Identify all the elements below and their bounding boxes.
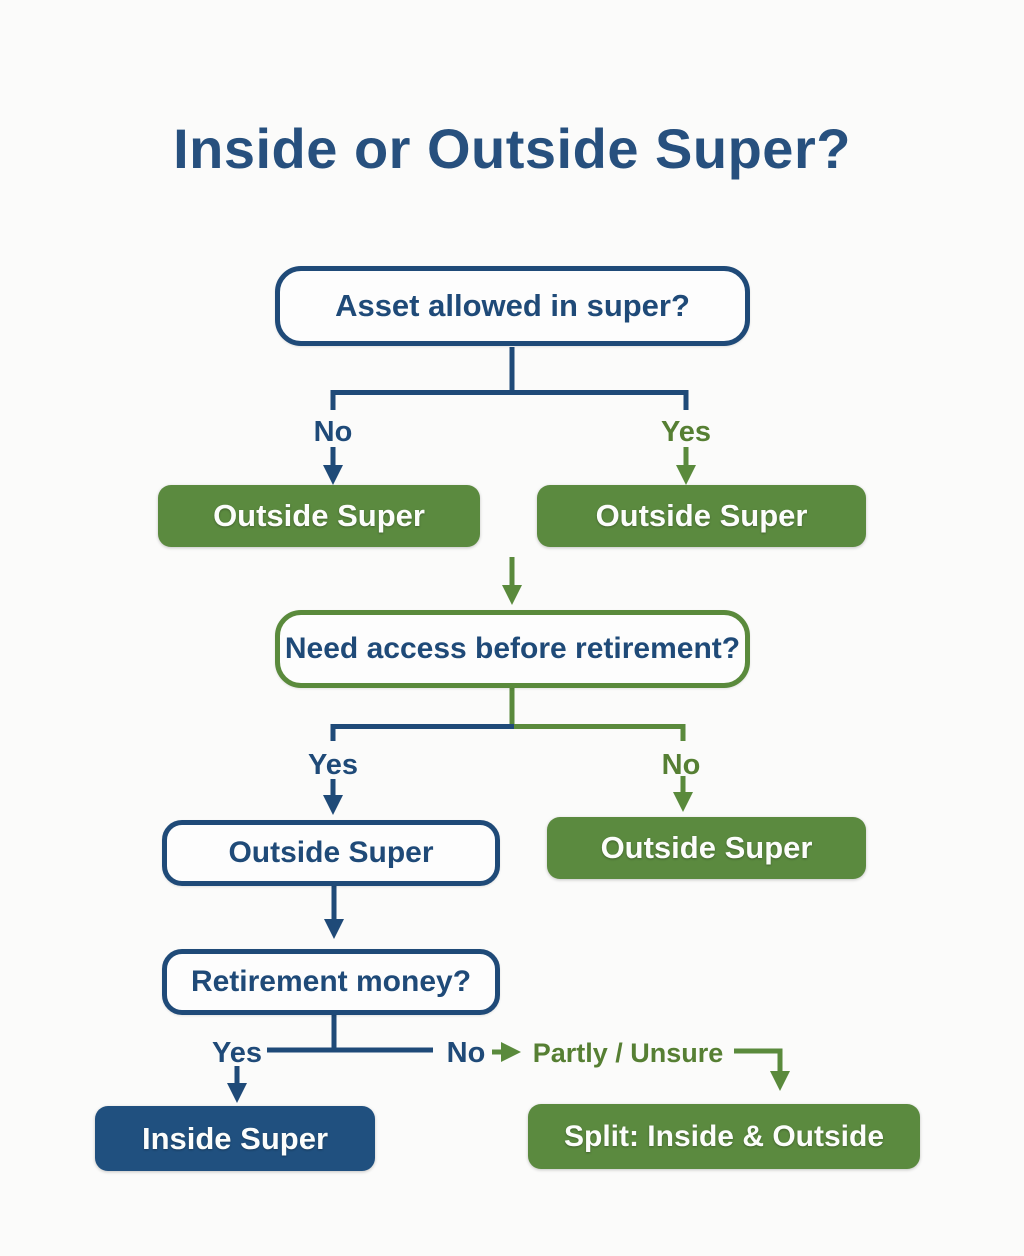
node-question-retirement-money: Retirement money? — [162, 949, 500, 1015]
connector-partly-elbow — [734, 1048, 790, 1091]
node-result-outside-super-3: Outside Super — [162, 820, 500, 886]
branch-label-q3-no: No — [446, 1037, 486, 1069]
node-result-outside-super-4: Outside Super — [547, 817, 866, 879]
connector-q2-right — [511, 724, 686, 741]
node-result-split-inside-outside: Split: Inside & Outside — [528, 1104, 920, 1169]
connector-q2-left — [330, 724, 514, 741]
branch-label-q3-yes: Yes — [212, 1037, 262, 1069]
node-result-outside-super-1: Outside Super — [158, 485, 480, 547]
node-question-need-access: Need access before retirement? — [275, 610, 750, 688]
page-title: Inside or Outside Super? — [173, 117, 851, 180]
branch-label-q2-no: No — [661, 749, 701, 781]
branch-label-q3-partly-unsure: Partly / Unsure — [532, 1038, 724, 1068]
node-question-asset-allowed: Asset allowed in super? — [275, 266, 750, 346]
branch-label-q1-no: No — [313, 416, 353, 448]
node-result-outside-super-2: Outside Super — [537, 485, 866, 547]
connector-q1-tbar — [330, 390, 689, 410]
branch-label-q2-yes: Yes — [308, 749, 358, 781]
branch-label-q1-yes: Yes — [661, 416, 711, 448]
node-result-inside-super: Inside Super — [95, 1106, 375, 1171]
